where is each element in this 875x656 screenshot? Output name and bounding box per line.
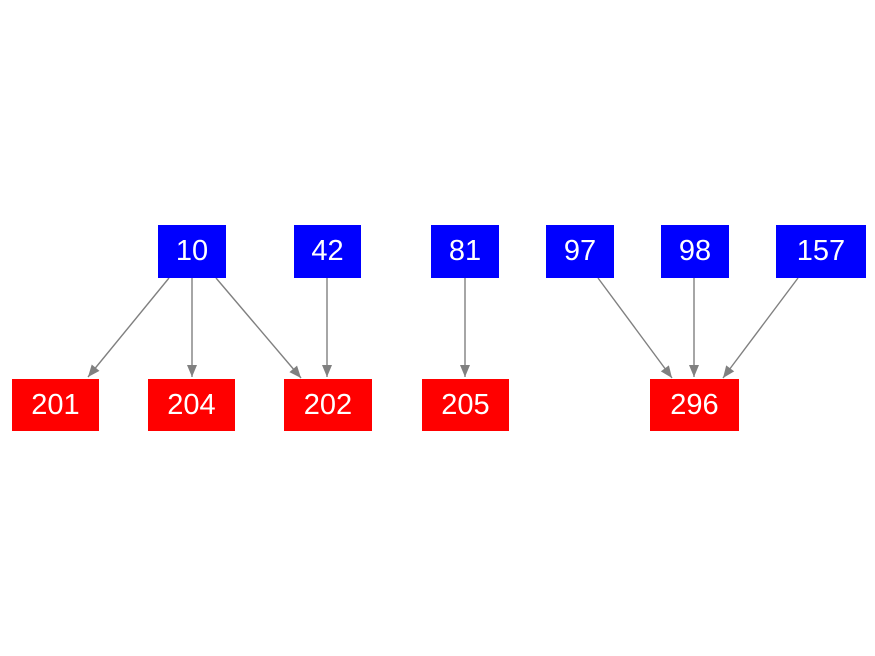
node-81: 81 xyxy=(431,225,499,278)
node-42: 42 xyxy=(294,225,361,278)
edge-10-to-202 xyxy=(215,277,302,379)
node-201: 201 xyxy=(12,379,99,431)
edge-10-to-201 xyxy=(87,277,170,378)
node-204: 204 xyxy=(148,379,235,431)
edge-157-to-296 xyxy=(722,277,799,379)
node-97: 97 xyxy=(546,225,614,278)
node-10: 10 xyxy=(158,225,226,278)
node-157: 157 xyxy=(776,225,866,278)
node-202: 202 xyxy=(284,379,372,431)
node-296: 296 xyxy=(650,379,739,431)
node-205: 205 xyxy=(422,379,509,431)
node-98: 98 xyxy=(661,225,729,278)
edge-97-to-296 xyxy=(597,277,673,379)
